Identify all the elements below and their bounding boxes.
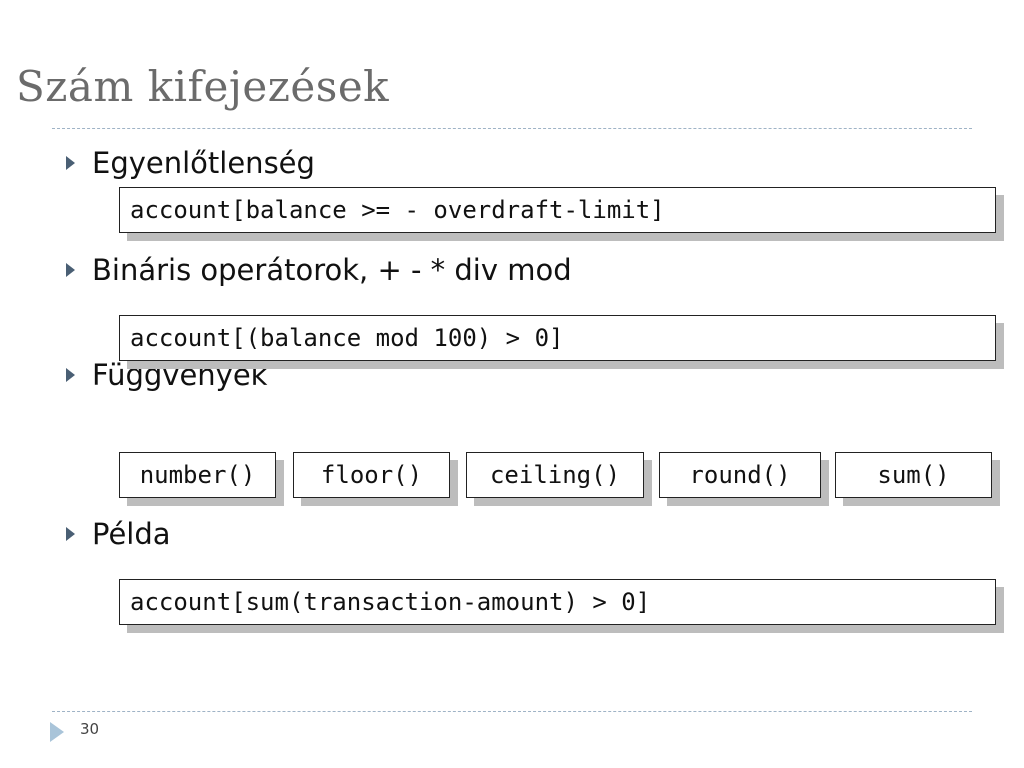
function-box-sum: sum() <box>835 452 992 498</box>
slide-title: Szám kifejezések <box>16 62 390 111</box>
code-box-example: account[sum(transaction-amount) > 0] <box>119 579 996 625</box>
triangle-right-icon <box>66 156 75 170</box>
function-box-number: number() <box>119 452 276 498</box>
bullet-binary-operators: Bináris operátorok, + - * div mod <box>66 253 572 287</box>
function-box-round: round() <box>659 452 821 498</box>
code-box-inequality: account[balance >= - overdraft-limit] <box>119 187 996 233</box>
page-number: 30 <box>80 720 100 738</box>
footer-divider <box>52 711 972 712</box>
bullet-text: Egyenlőtlenség <box>92 146 315 180</box>
function-box-ceiling: ceiling() <box>466 452 644 498</box>
triangle-right-icon <box>66 368 75 382</box>
bullet-text: Bináris operátorok, + - * div mod <box>92 253 572 287</box>
triangle-right-icon <box>66 527 75 541</box>
bullet-text: Példa <box>92 517 171 551</box>
function-box-floor: floor() <box>293 452 450 498</box>
title-divider <box>52 128 972 129</box>
bullet-functions: Függvények <box>66 358 267 392</box>
bullet-example: Példa <box>66 517 171 551</box>
triangle-right-icon <box>50 722 64 742</box>
triangle-right-icon <box>66 263 75 277</box>
bullet-text: Függvények <box>92 358 268 392</box>
bullet-inequality: Egyenlőtlenség <box>66 146 315 180</box>
code-box-binary-operators: account[(balance mod 100) > 0] <box>119 315 996 361</box>
